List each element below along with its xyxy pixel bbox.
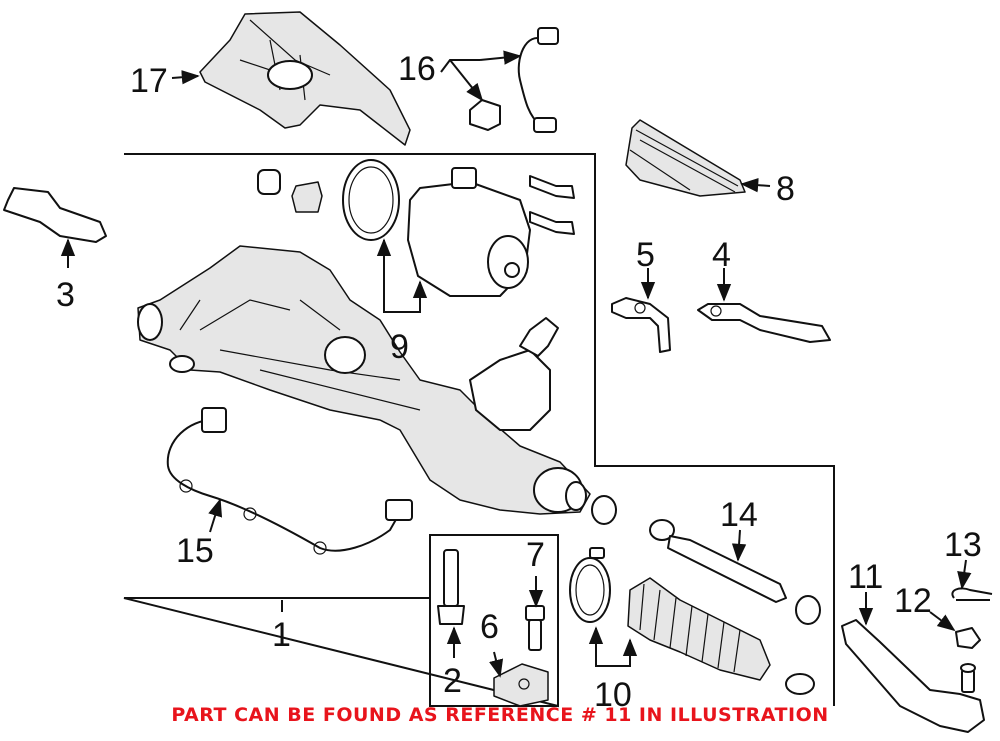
bolt-parts — [529, 175, 575, 235]
callout-13: 13 — [944, 526, 982, 564]
inner-tie-rod-part — [591, 495, 821, 625]
leader-lines — [60, 50, 972, 678]
callout-6: 6 — [480, 608, 499, 646]
callout-11: 11 — [848, 558, 883, 596]
callout-1: 1 — [272, 616, 291, 654]
callout-16: 16 — [398, 50, 436, 88]
callout-8: 8 — [776, 170, 795, 208]
callout-9: 9 — [390, 328, 409, 366]
group-box-fasteners — [429, 534, 559, 707]
callout-7: 7 — [526, 536, 545, 574]
tie-rod-end-part — [841, 619, 985, 733]
castle-nut-part — [955, 627, 981, 649]
callout-10: 10 — [594, 676, 632, 714]
assist-motor-part — [342, 159, 531, 297]
callout-4: 4 — [712, 236, 731, 274]
footer-note: PART CAN BE FOUND AS REFERENCE # 11 IN I… — [171, 704, 829, 726]
bushing-parts — [257, 169, 323, 213]
callout-14: 14 — [720, 496, 758, 534]
boot-and-clamp-part — [569, 547, 815, 695]
callout-3: 3 — [56, 276, 75, 314]
nut-clip-part — [493, 663, 549, 707]
steering-rack-part — [137, 245, 591, 515]
callout-12: 12 — [894, 582, 932, 620]
wire-harness-small — [469, 27, 559, 133]
stud-bolt-part — [525, 605, 545, 651]
cotter-pin-part — [951, 587, 993, 601]
callout-5: 5 — [636, 236, 655, 274]
clamp-bracket-part — [611, 297, 671, 353]
callout-2: 2 — [443, 662, 462, 700]
heat-shield-part — [199, 11, 411, 146]
callout-15: 15 — [176, 532, 214, 570]
mounting-bolt-part — [437, 549, 465, 625]
callout-17: 17 — [130, 62, 168, 100]
bracket-left-part — [3, 187, 107, 243]
cover-part — [625, 119, 746, 197]
bracket-right-part — [697, 303, 831, 343]
